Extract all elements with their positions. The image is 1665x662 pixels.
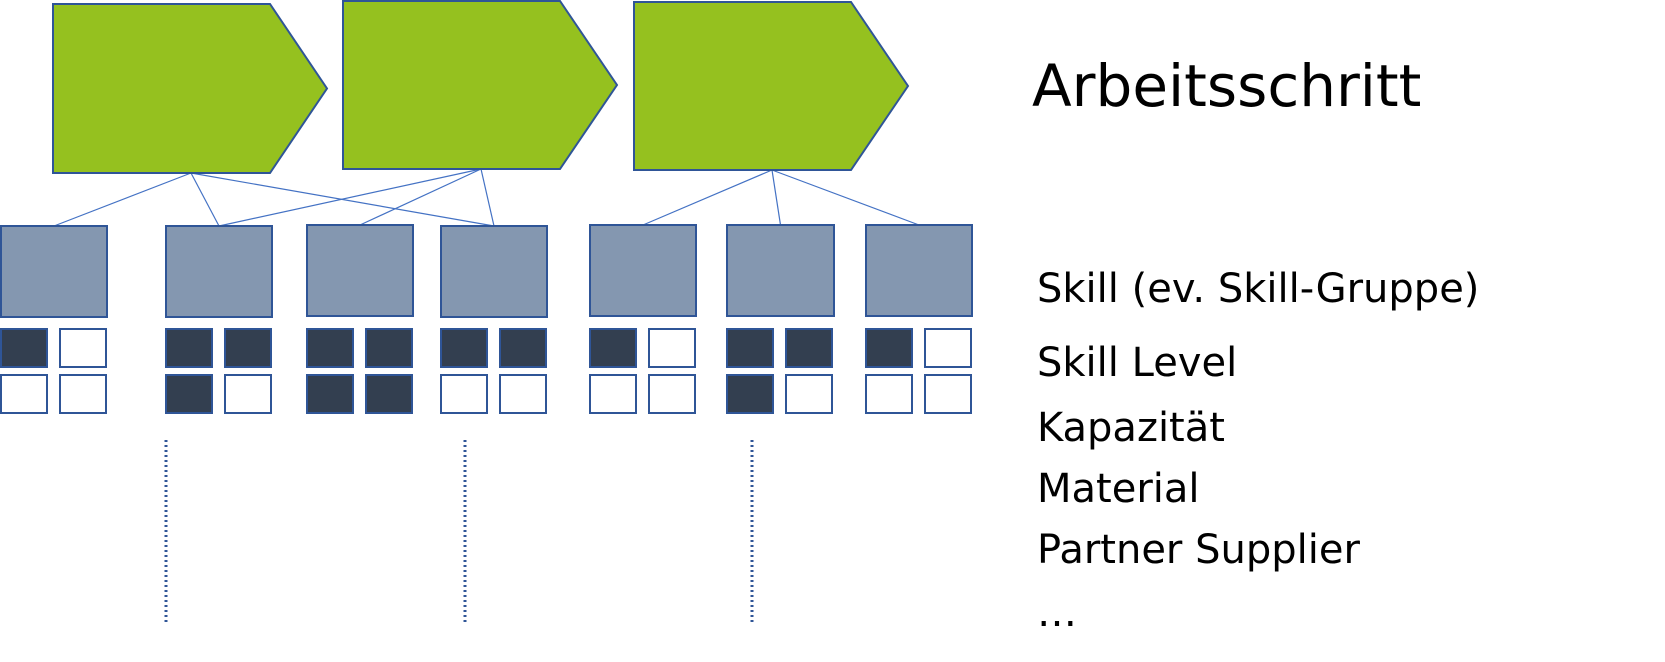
skill-level-cell-filled [0, 328, 48, 368]
continuation-markers [164, 440, 754, 623]
skill-level-cell-empty [648, 328, 696, 368]
connector-line [359, 168, 482, 226]
legend-skill-level: Skill Level [1037, 340, 1238, 386]
skill-level-cell-filled [589, 328, 637, 368]
connector-line [218, 168, 482, 227]
skill-level-cell-filled [726, 328, 774, 368]
connector-line [642, 169, 773, 226]
skill-level-cell-empty [0, 374, 48, 414]
skill-level-cell-filled [224, 328, 272, 368]
skill-box [589, 224, 697, 317]
legend-title: Arbeitsschritt [1032, 52, 1422, 120]
skill-level-grids [0, 328, 972, 414]
skill-box [0, 225, 108, 318]
skill-level-cell-empty [59, 328, 107, 368]
skill-level-cell-empty [589, 374, 637, 414]
skill-level-cell-filled [165, 374, 213, 414]
skill-level-cell-empty [924, 328, 972, 368]
skill-level-cell-filled [306, 374, 354, 414]
skill-level-cell-empty [224, 374, 272, 414]
legend-more: … [1037, 590, 1077, 636]
skill-level-cell-filled [865, 328, 913, 368]
connector-line [480, 168, 495, 227]
skill-level-cell-filled [165, 328, 213, 368]
work-step-chevron [342, 0, 619, 170]
work-steps [52, 0, 910, 174]
skill-level-cell-empty [499, 374, 547, 414]
legend-material: Material [1037, 466, 1200, 512]
connector-line [771, 169, 782, 226]
skill-level-cell-filled [440, 328, 488, 368]
skill-box [726, 224, 835, 317]
connector-line [771, 169, 920, 226]
skill-box [440, 225, 548, 318]
connector-line [53, 172, 192, 227]
skill-level-cell-filled [785, 328, 833, 368]
legend-partner-supplier: Partner Supplier [1037, 527, 1360, 573]
connector-line [190, 172, 220, 227]
skill-boxes [0, 224, 973, 318]
skill-level-cell-empty [865, 374, 913, 414]
skill-level-cell-filled [499, 328, 547, 368]
skill-level-cell-filled [726, 374, 774, 414]
connector-lines [53, 168, 920, 227]
skill-box [165, 225, 273, 318]
skill-level-cell-empty [924, 374, 972, 414]
skill-level-cell-filled [306, 328, 354, 368]
legend-skill: Skill (ev. Skill-Gruppe) [1037, 266, 1480, 312]
skill-level-cell-empty [59, 374, 107, 414]
skill-box [306, 224, 414, 317]
skill-level-cell-filled [365, 374, 413, 414]
skill-level-cell-empty [785, 374, 833, 414]
skill-level-cell-filled [365, 328, 413, 368]
work-step-chevron [52, 3, 329, 174]
skill-box [865, 224, 973, 317]
legend-capacity: Kapazität [1037, 405, 1225, 451]
skill-level-cell-empty [648, 374, 696, 414]
skill-level-cell-empty [440, 374, 488, 414]
work-step-chevron [633, 1, 910, 171]
